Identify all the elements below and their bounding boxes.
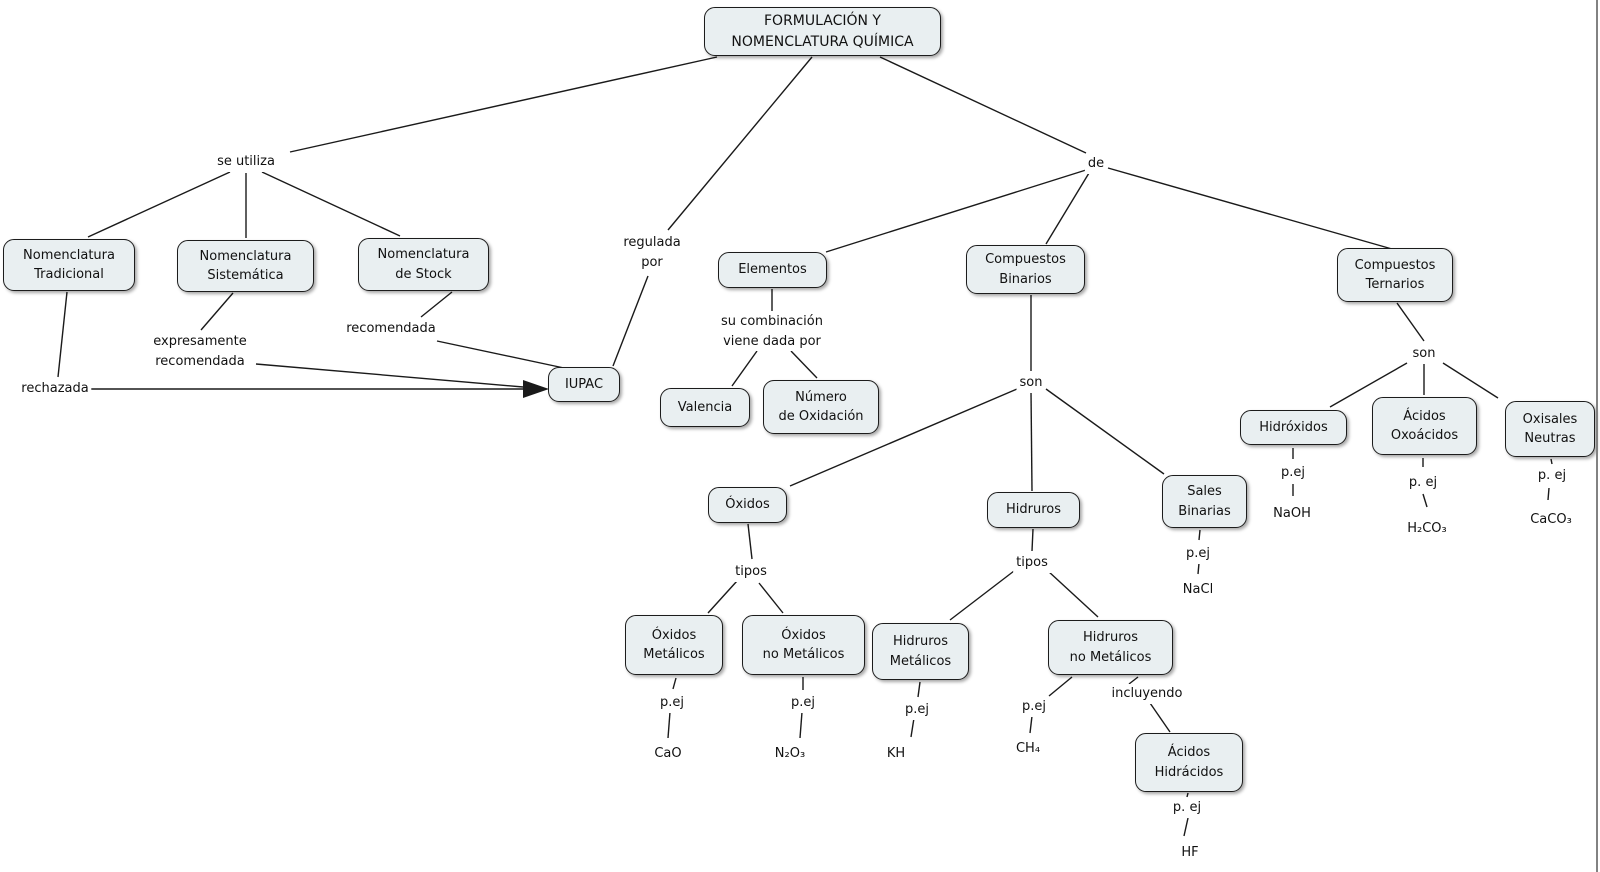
- link-label-pej-hidroxidos[interactable]: p.ej: [1278, 463, 1308, 483]
- link-label-recomendada[interactable]: recomendada: [343, 319, 439, 339]
- node-acidos-hidracidos[interactable]: Ácidos Hidrácidos: [1135, 733, 1243, 792]
- link-label-pej-oxisales[interactable]: p. ej: [1534, 466, 1570, 486]
- node-hidruros-metalicos[interactable]: Hidruros Metálicos: [872, 623, 969, 680]
- node-compuestos-binarios[interactable]: Compuestos Binarios: [966, 245, 1085, 294]
- node-numero-de-oxidacion[interactable]: Número de Oxidación: [763, 380, 879, 434]
- example-cao[interactable]: CaO: [651, 744, 685, 764]
- link-label-se-utiliza[interactable]: se utiliza: [214, 152, 278, 172]
- node-hidroxidos[interactable]: Hidróxidos: [1240, 410, 1347, 445]
- link-label-pej-oxoacidos[interactable]: p. ej: [1405, 473, 1441, 493]
- arrowhead-to-iupac: [523, 380, 549, 398]
- example-hf[interactable]: HF: [1178, 843, 1202, 863]
- example-caco3[interactable]: CaCO₃: [1527, 510, 1575, 530]
- link-label-incluyendo[interactable]: incluyendo: [1108, 684, 1186, 704]
- link-label-de[interactable]: de: [1084, 154, 1108, 174]
- node-nomenclatura-sistematica[interactable]: Nomenclatura Sistemática: [177, 240, 314, 292]
- link-label-regulada-por[interactable]: regulada por: [620, 233, 684, 272]
- node-nomenclatura-tradicional[interactable]: Nomenclatura Tradicional: [3, 239, 135, 291]
- link-label-rechazada[interactable]: rechazada: [18, 379, 92, 399]
- example-ch4[interactable]: CH₄: [1012, 739, 1044, 759]
- link-label-tipos-oxidos[interactable]: tipos: [732, 562, 770, 582]
- link-label-son-ternarios[interactable]: son: [1409, 344, 1439, 364]
- node-oxidos-no-metalicos[interactable]: Óxidos no Metálicos: [742, 615, 865, 675]
- node-oxidos[interactable]: Óxidos: [708, 487, 787, 523]
- link-label-tipos-hidruros[interactable]: tipos: [1013, 553, 1051, 573]
- link-label-pej-hidruros-no-metalicos[interactable]: p.ej: [1019, 697, 1049, 717]
- link-label-expresamente-recomendada[interactable]: expresamente recomendada: [150, 332, 250, 371]
- example-kh[interactable]: KH: [883, 744, 909, 764]
- node-compuestos-ternarios[interactable]: Compuestos Ternarios: [1337, 248, 1453, 302]
- node-oxisales-neutras[interactable]: Oxisales Neutras: [1505, 401, 1595, 457]
- link-label-pej-sales[interactable]: p.ej: [1183, 544, 1213, 564]
- link-label-son-binarios[interactable]: son: [1016, 373, 1046, 393]
- node-hidruros[interactable]: Hidruros: [987, 492, 1080, 528]
- node-elementos[interactable]: Elementos: [718, 252, 827, 288]
- canvas-right-border: [1596, 0, 1598, 872]
- example-nacl[interactable]: NaCl: [1179, 580, 1217, 600]
- node-hidruros-no-metalicos[interactable]: Hidruros no Metálicos: [1048, 620, 1173, 675]
- node-valencia[interactable]: Valencia: [660, 388, 750, 427]
- link-label-su-combinacion[interactable]: su combinación viene dada por: [718, 312, 826, 351]
- node-iupac[interactable]: IUPAC: [548, 367, 620, 402]
- example-n2o3[interactable]: N₂O₃: [771, 744, 809, 764]
- link-label-pej-oxidos-no-metalicos[interactable]: p.ej: [788, 693, 818, 713]
- link-label-pej-oxidos-metalicos[interactable]: p.ej: [657, 693, 687, 713]
- example-naoh[interactable]: NaOH: [1270, 504, 1314, 524]
- link-label-pej-hidracidos[interactable]: p. ej: [1169, 798, 1205, 818]
- node-oxidos-metalicos[interactable]: Óxidos Metálicos: [625, 615, 723, 675]
- node-titulo[interactable]: FORMULACIÓN Y NOMENCLATURA QUÍMICA: [704, 7, 941, 56]
- example-h2co3[interactable]: H₂CO₃: [1404, 519, 1450, 539]
- link-label-pej-hidruros-metalicos[interactable]: p.ej: [902, 700, 932, 720]
- node-nomenclatura-de-stock[interactable]: Nomenclatura de Stock: [358, 238, 489, 291]
- node-acidos-oxoacidos[interactable]: Ácidos Oxoácidos: [1372, 397, 1477, 455]
- node-sales-binarias[interactable]: Sales Binarias: [1162, 475, 1247, 528]
